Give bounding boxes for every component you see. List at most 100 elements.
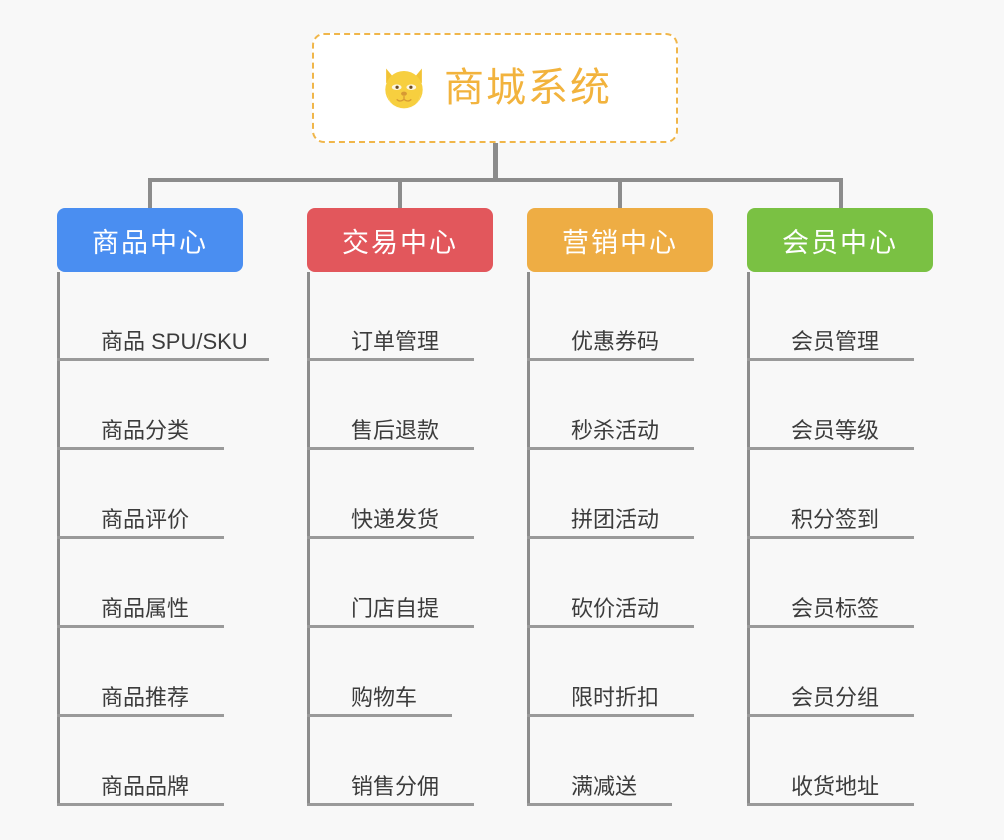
branch-items: 商品 SPU/SKU 商品分类商品评价商品属性商品推荐商品品牌 bbox=[57, 272, 269, 806]
branch-item[interactable]: 会员分组 bbox=[747, 628, 933, 717]
branch-item-label: 秒杀活动 bbox=[571, 417, 660, 443]
branch-header-label: 交易中心 bbox=[342, 227, 458, 258]
branch-items: 会员管理会员等级积分签到会员标签会员分组收货地址 bbox=[747, 272, 933, 806]
branch-item-label: 会员等级 bbox=[791, 417, 880, 443]
branch-item[interactable]: 商品分类 bbox=[57, 361, 243, 450]
root-node[interactable]: 商城系统 bbox=[312, 33, 678, 143]
branch-item[interactable]: 拼团活动 bbox=[527, 450, 713, 539]
branch-item-label: 商品推荐 bbox=[101, 684, 190, 710]
branch-item[interactable]: 收货地址 bbox=[747, 717, 933, 806]
branch-item[interactable]: 积分签到 bbox=[747, 450, 933, 539]
connector-drop-1 bbox=[148, 178, 152, 210]
branch-item-label: 积分签到 bbox=[791, 506, 880, 532]
branch-item-rule bbox=[307, 803, 474, 806]
branch-item[interactable]: 会员管理 bbox=[747, 272, 933, 361]
branch-item-label: 收货地址 bbox=[791, 773, 880, 799]
branch-item-label: 购物车 bbox=[351, 684, 418, 710]
connector-bus bbox=[148, 178, 843, 182]
branch-header-1[interactable]: 商品中心 bbox=[57, 208, 243, 272]
branch-item-rule bbox=[57, 803, 224, 806]
branch-item-label: 商品属性 bbox=[101, 595, 190, 621]
connector-drop-3 bbox=[618, 178, 622, 210]
connector-drop-2 bbox=[398, 178, 402, 210]
branch-item[interactable]: 快递发货 bbox=[307, 450, 493, 539]
branch-item-rule bbox=[747, 803, 914, 806]
branch-header-label: 会员中心 bbox=[782, 227, 898, 258]
branch-item[interactable]: 会员等级 bbox=[747, 361, 933, 450]
branch-item-rule bbox=[57, 447, 224, 450]
branch-item-rule bbox=[527, 447, 694, 450]
branch-item-rule bbox=[57, 358, 269, 361]
branch-items: 订单管理售后退款快递发货门店自提购物车销售分佣 bbox=[307, 272, 493, 806]
branch-item-rule bbox=[527, 358, 694, 361]
branch-item-rule bbox=[747, 536, 914, 539]
branch-spine bbox=[307, 272, 310, 806]
branch-item-label: 满减送 bbox=[571, 773, 638, 799]
branch-items: 优惠券码秒杀活动拼团活动砍价活动限时折扣满减送 bbox=[527, 272, 713, 806]
branch-item[interactable]: 满减送 bbox=[527, 717, 713, 806]
branch-header-4[interactable]: 会员中心 bbox=[747, 208, 933, 272]
branch-item[interactable]: 商品推荐 bbox=[57, 628, 243, 717]
branch-item-label: 商品品牌 bbox=[101, 773, 190, 799]
branch-item-rule bbox=[307, 358, 474, 361]
branch-item[interactable]: 售后退款 bbox=[307, 361, 493, 450]
branch-item-label: 销售分佣 bbox=[351, 773, 440, 799]
branch-item-rule bbox=[527, 625, 694, 628]
branch-item-rule bbox=[307, 625, 474, 628]
shiba-dog-icon bbox=[385, 68, 423, 110]
branch-item-label: 会员标签 bbox=[791, 595, 880, 621]
branch-item[interactable]: 购物车 bbox=[307, 628, 493, 717]
branch-item[interactable]: 门店自提 bbox=[307, 539, 493, 628]
branch-item-label: 限时折扣 bbox=[571, 684, 660, 710]
branch-item-rule bbox=[307, 714, 452, 717]
branch-spine bbox=[57, 272, 60, 806]
branch-item-label: 会员管理 bbox=[791, 328, 880, 354]
branch-item-label: 拼团活动 bbox=[571, 506, 660, 532]
branch-item-rule bbox=[307, 536, 474, 539]
branch-item[interactable]: 商品属性 bbox=[57, 539, 243, 628]
branch-item-rule bbox=[57, 536, 224, 539]
branch-item[interactable]: 秒杀活动 bbox=[527, 361, 713, 450]
branch-item-rule bbox=[527, 714, 694, 717]
branch-item-rule bbox=[747, 358, 914, 361]
branch-item-rule bbox=[747, 714, 914, 717]
branch-header-label: 商品中心 bbox=[92, 227, 208, 258]
branch-item-label: 门店自提 bbox=[351, 595, 440, 621]
branch-column: 营销中心优惠券码秒杀活动拼团活动砍价活动限时折扣满减送 bbox=[527, 208, 713, 806]
branch-item-label: 商品评价 bbox=[101, 506, 190, 532]
branch-item[interactable]: 限时折扣 bbox=[527, 628, 713, 717]
branch-spine bbox=[747, 272, 750, 806]
branch-column: 会员中心会员管理会员等级积分签到会员标签会员分组收货地址 bbox=[747, 208, 933, 806]
connector-root-stem bbox=[493, 143, 498, 181]
branch-item[interactable]: 砍价活动 bbox=[527, 539, 713, 628]
branch-item-rule bbox=[747, 625, 914, 628]
branch-item-label: 优惠券码 bbox=[571, 328, 660, 354]
branch-item[interactable]: 优惠券码 bbox=[527, 272, 713, 361]
branch-item-label: 商品 SPU/SKU bbox=[101, 328, 248, 354]
branch-item[interactable]: 会员标签 bbox=[747, 539, 933, 628]
branch-item-rule bbox=[57, 714, 224, 717]
branch-header-3[interactable]: 营销中心 bbox=[527, 208, 713, 272]
branch-item[interactable]: 商品品牌 bbox=[57, 717, 243, 806]
branch-item[interactable]: 订单管理 bbox=[307, 272, 493, 361]
branch-item[interactable]: 商品评价 bbox=[57, 450, 243, 539]
branch-item-label: 砍价活动 bbox=[571, 595, 660, 621]
branch-item-rule bbox=[527, 536, 694, 539]
branch-item[interactable]: 销售分佣 bbox=[307, 717, 493, 806]
branch-item[interactable]: 商品 SPU/SKU bbox=[57, 272, 269, 361]
branch-header-2[interactable]: 交易中心 bbox=[307, 208, 493, 272]
branch-item-label: 商品分类 bbox=[101, 417, 190, 443]
branch-item-rule bbox=[527, 803, 672, 806]
branch-item-rule bbox=[747, 447, 914, 450]
branch-item-rule bbox=[307, 447, 474, 450]
branch-column: 商品中心商品 SPU/SKU 商品分类商品评价商品属性商品推荐商品品牌 bbox=[57, 208, 269, 806]
root-title: 商城系统 bbox=[444, 66, 612, 110]
branch-column: 交易中心订单管理售后退款快递发货门店自提购物车销售分佣 bbox=[307, 208, 493, 806]
connector-drop-4 bbox=[839, 178, 843, 210]
branch-item-label: 订单管理 bbox=[351, 328, 440, 354]
branch-spine bbox=[527, 272, 530, 806]
branch-item-rule bbox=[57, 625, 224, 628]
branch-item-label: 快递发货 bbox=[351, 506, 440, 532]
branch-header-label: 营销中心 bbox=[562, 227, 678, 258]
